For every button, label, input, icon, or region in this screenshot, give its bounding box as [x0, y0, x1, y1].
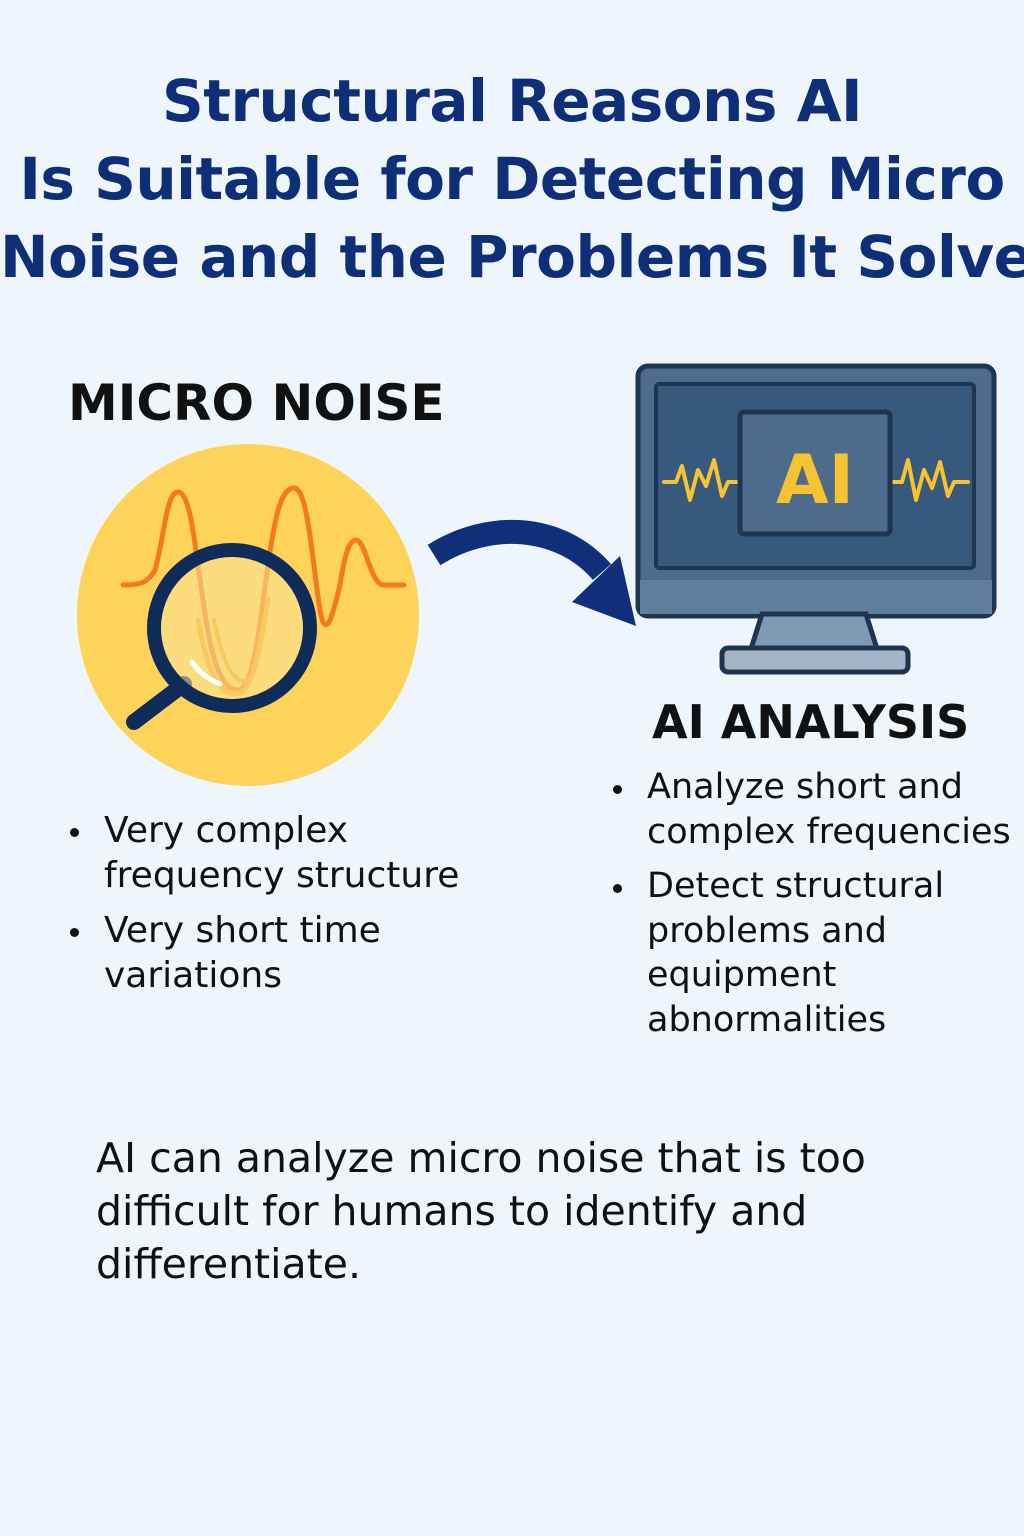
bullet-line: complex frequencies: [647, 811, 1011, 852]
bullet-line: problems and: [647, 910, 888, 951]
bullet-line: frequency structure: [104, 855, 460, 896]
bullet-line: abnormalities: [647, 999, 887, 1040]
list-item: Detect structural problems and equipment…: [613, 864, 1024, 1042]
title-line: Is Suitable for Detecting Micro: [19, 145, 1005, 213]
conclusion-line: differentiate.: [96, 1240, 361, 1288]
ai-analysis-heading: AI ANALYSIS: [652, 695, 970, 749]
bullet-line: Very complex: [104, 810, 349, 851]
arrow-icon: [427, 519, 636, 626]
magnifier-icon: [126, 543, 317, 730]
conclusion-text: AI can analyze micro noise that is too d…: [96, 1132, 976, 1291]
micro-noise-heading: MICRO NOISE: [68, 374, 445, 432]
micro-noise-bullets: Very complex frequency structure Very sh…: [70, 808, 510, 1008]
conclusion-line: difficult for humans to identify and: [96, 1187, 808, 1235]
bullet-line: Very short time: [104, 910, 381, 951]
bullet-line: variations: [104, 955, 282, 996]
ai-screen-label: AI: [776, 441, 854, 520]
conclusion-line: AI can analyze micro noise that is too: [96, 1134, 866, 1182]
monitor-icon: AI: [635, 363, 997, 675]
bullet-line: Detect structural: [647, 866, 945, 906]
bullet-line: Analyze short and: [647, 767, 963, 807]
bullet-line: equipment: [647, 955, 837, 995]
waveform-icon: [662, 458, 970, 502]
list-item: Very short time variations: [70, 908, 510, 998]
ai-analysis-bullets: Analyze short and complex frequencies De…: [613, 765, 1024, 1052]
title-line: Structural Reasons AI: [161, 67, 863, 135]
micro-noise-illustration: [77, 444, 419, 786]
list-item: Very complex frequency structure: [70, 808, 510, 898]
page-title: Structural Reasons AI Is Suitable for De…: [0, 62, 1024, 296]
list-item: Analyze short and complex frequencies: [613, 765, 1024, 854]
title-line: Noise and the Problems It Solve: [0, 223, 1024, 291]
